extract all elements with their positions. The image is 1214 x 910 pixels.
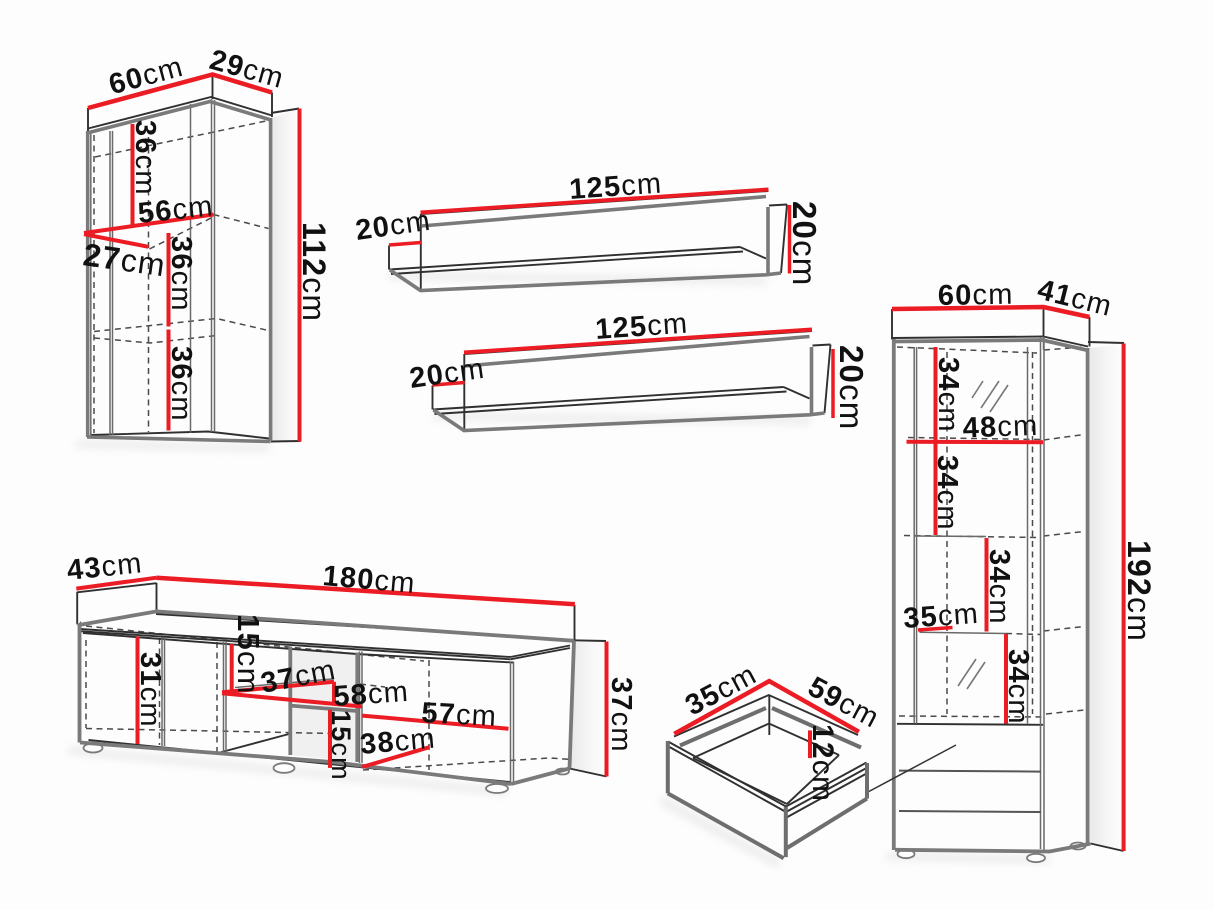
- svg-text:12cm: 12cm: [806, 724, 839, 802]
- svg-text:36cm: 36cm: [165, 346, 197, 422]
- svg-text:20cm: 20cm: [786, 201, 823, 287]
- svg-text:34cm: 34cm: [983, 549, 1015, 625]
- svg-text:48cm: 48cm: [962, 410, 1039, 445]
- svg-text:15cm: 15cm: [231, 614, 266, 695]
- svg-text:34cm: 34cm: [932, 357, 964, 433]
- svg-text:125cm: 125cm: [568, 168, 663, 206]
- svg-text:34cm: 34cm: [931, 455, 963, 531]
- svg-text:43cm: 43cm: [65, 547, 144, 587]
- svg-text:125cm: 125cm: [594, 308, 689, 346]
- svg-text:112cm: 112cm: [296, 222, 332, 322]
- svg-text:56cm: 56cm: [136, 190, 215, 230]
- svg-text:180cm: 180cm: [321, 560, 416, 600]
- svg-text:41cm: 41cm: [1034, 274, 1115, 323]
- svg-text:35cm: 35cm: [902, 598, 980, 635]
- svg-text:20cm: 20cm: [408, 353, 487, 395]
- svg-text:57cm: 57cm: [421, 697, 498, 733]
- svg-text:58cm: 58cm: [332, 676, 410, 713]
- svg-text:37cm: 37cm: [605, 677, 637, 753]
- svg-text:36cm: 36cm: [129, 120, 161, 196]
- svg-text:60cm: 60cm: [938, 279, 1014, 312]
- svg-text:34cm: 34cm: [1002, 649, 1034, 725]
- svg-text:38cm: 38cm: [359, 722, 437, 760]
- svg-text:36cm: 36cm: [165, 236, 197, 312]
- svg-text:15cm: 15cm: [326, 710, 356, 781]
- svg-text:192cm: 192cm: [1121, 540, 1157, 642]
- svg-text:31cm: 31cm: [134, 652, 166, 728]
- svg-text:20cm: 20cm: [833, 345, 870, 431]
